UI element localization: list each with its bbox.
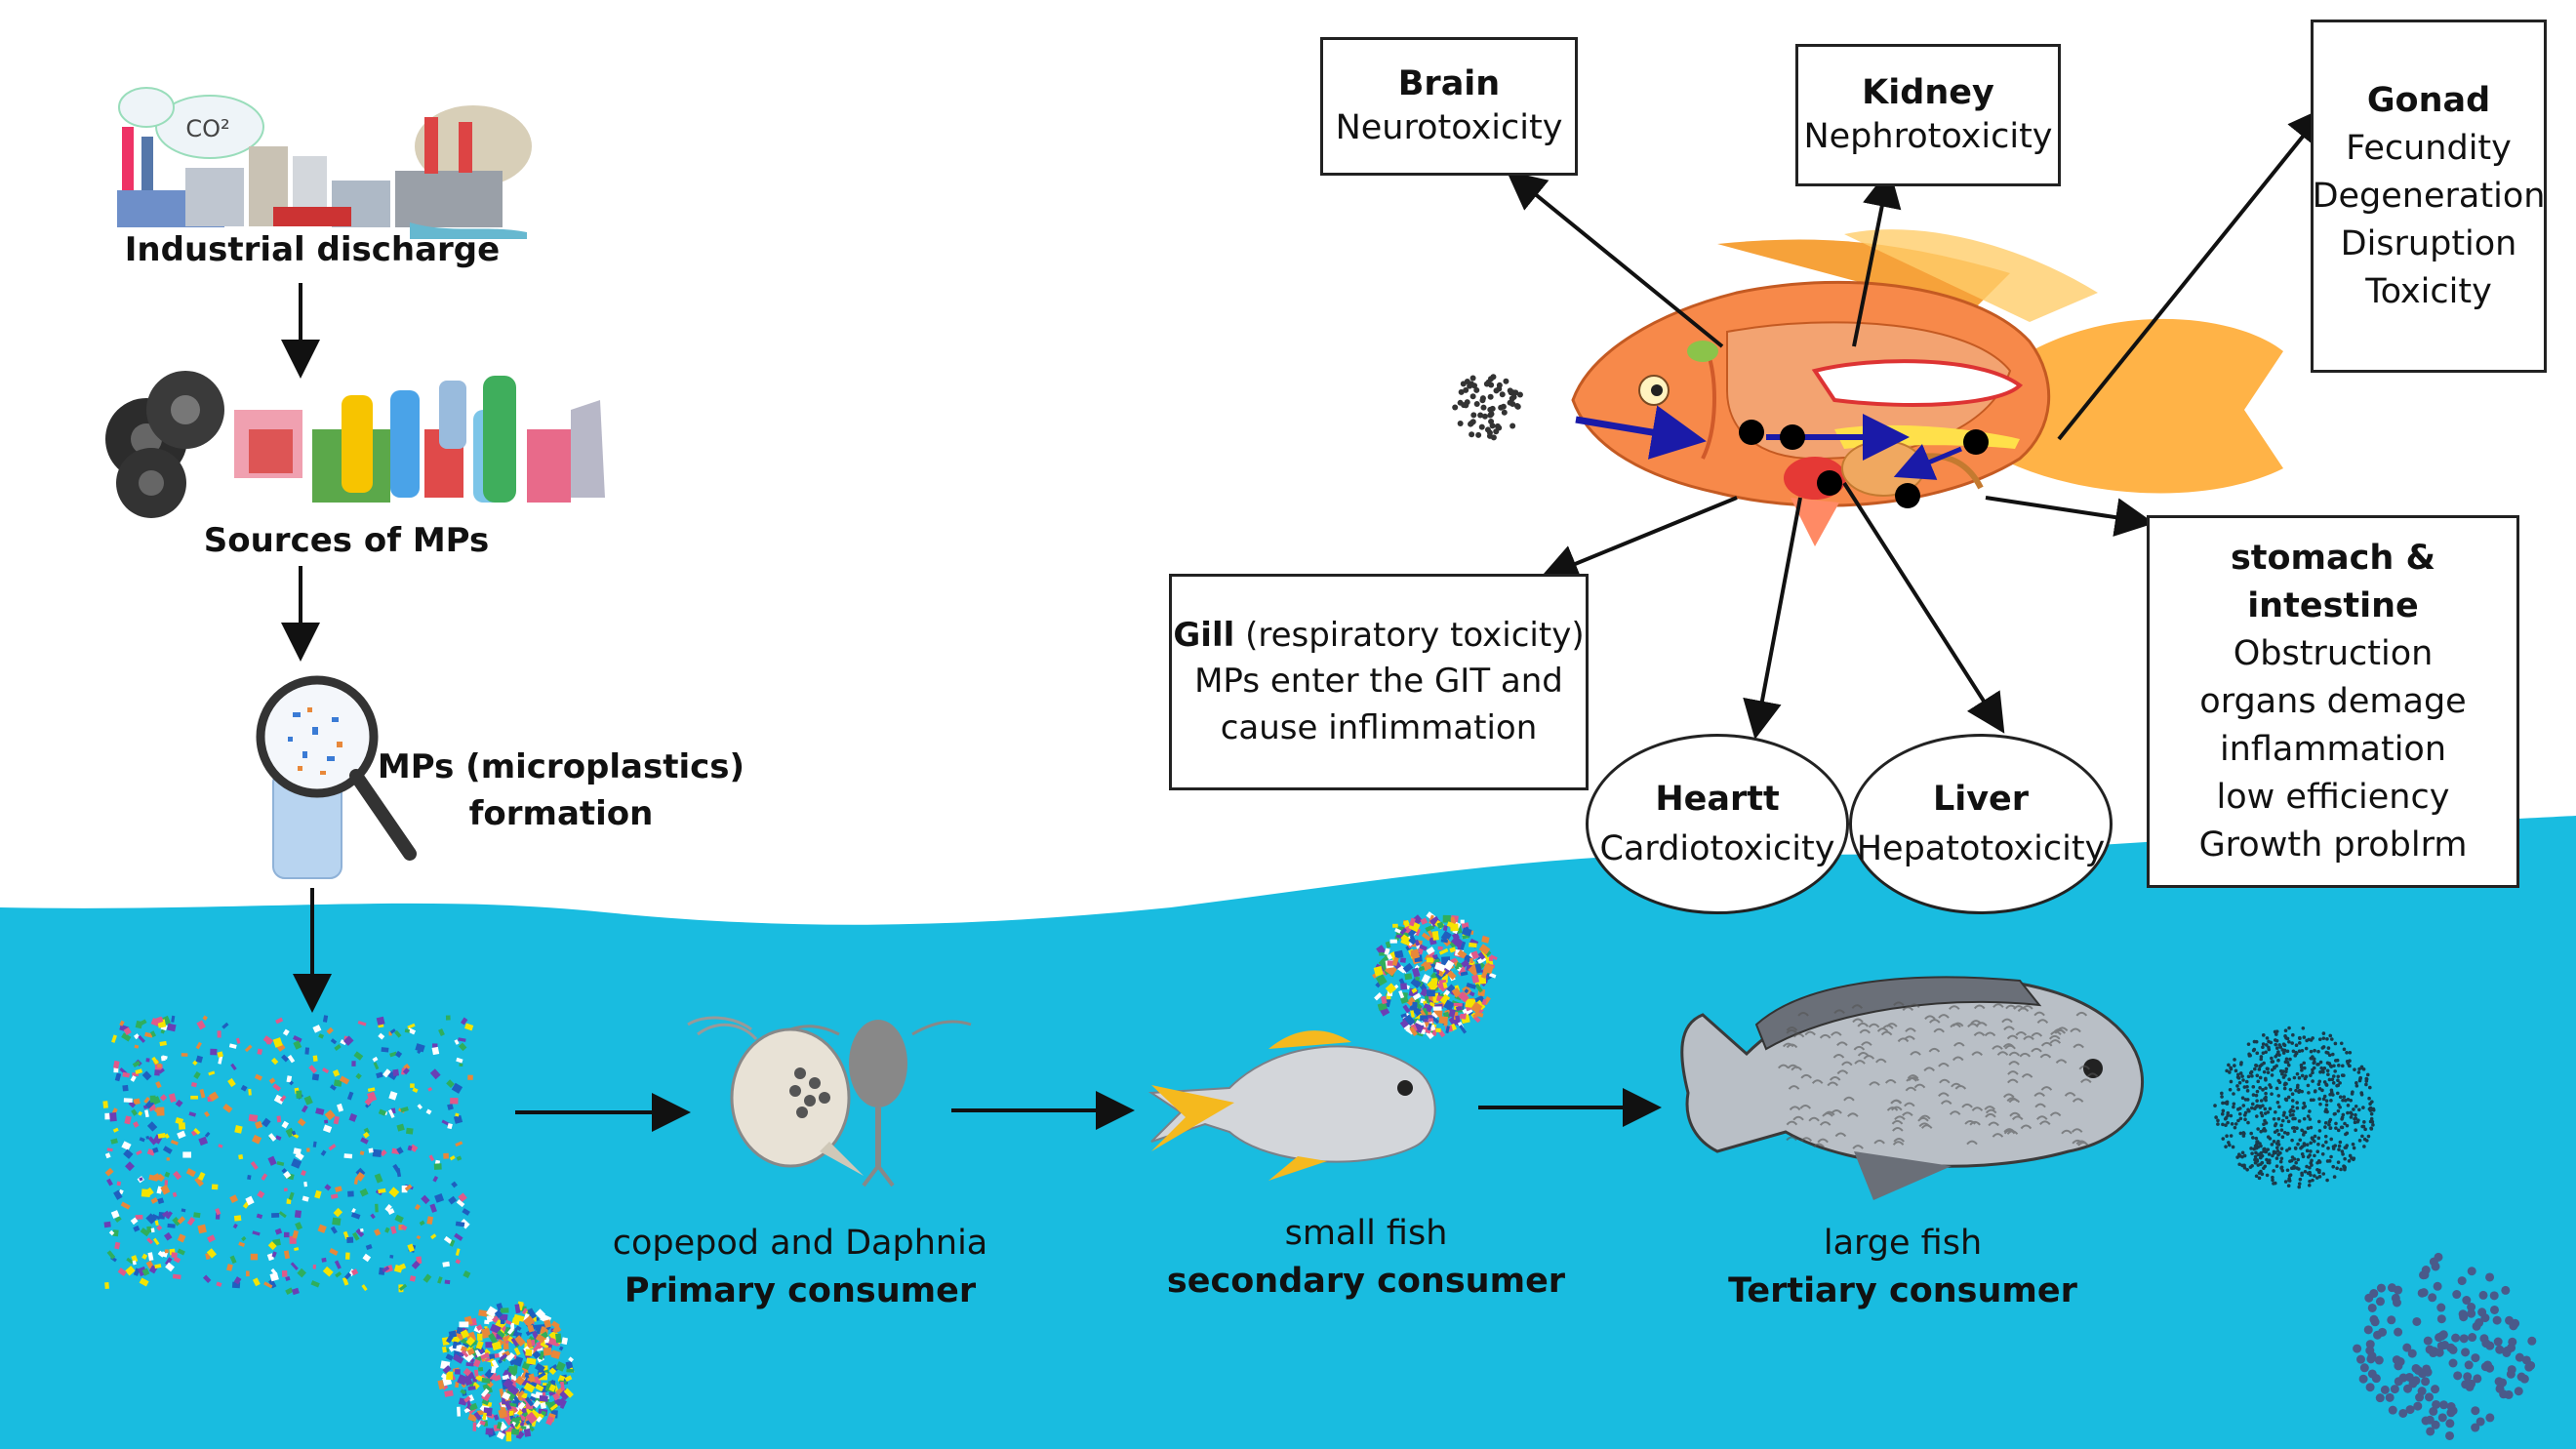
- magnifier-icon: [256, 675, 417, 879]
- secondary-consumer-label: small fish secondary consumer: [1142, 1210, 1590, 1306]
- small-fish-icon: [1147, 1030, 1436, 1181]
- secondary-consumer-role: secondary consumer: [1166, 1262, 1566, 1301]
- arrow-to-kidney: [1852, 168, 1902, 347]
- plastic-sources-icon: [105, 371, 605, 518]
- microplastic-cluster-middle: [1372, 911, 1498, 1039]
- kidney-box: Kidney Nephrotoxicity: [1795, 44, 2061, 186]
- heart-oval: Heartt Cardiotoxicity: [1586, 734, 1849, 914]
- heart-effect: Cardiotoxicity: [1599, 828, 1835, 868]
- primary-consumer-name: copepod and Daphnia: [612, 1224, 988, 1263]
- arrow-to-gill: [1539, 496, 1738, 583]
- gill-heading: Gill (respiratory toxicity): [1173, 613, 1584, 660]
- arrow-to-liver: [1842, 481, 2005, 734]
- secondary-consumer-name: small fish: [1284, 1214, 1448, 1253]
- tertiary-consumer-role: Tertiary consumer: [1728, 1271, 2077, 1310]
- stomach-effect-3: inflammation: [2219, 729, 2447, 769]
- gonad-effect-4: Toxicity: [2365, 271, 2492, 311]
- industrial-icon: [117, 87, 532, 239]
- brain-title: Brain: [1397, 63, 1501, 103]
- stomach-effect-2: organs demage: [2199, 681, 2467, 721]
- arrow-to-heart: [1743, 497, 1802, 740]
- dissected-fish-icon: [1571, 229, 2283, 546]
- brain-box: Brain Neurotoxicity: [1320, 37, 1578, 176]
- gill-title: Gill: [1173, 615, 1235, 655]
- microplastic-particles: [102, 1015, 474, 1296]
- tertiary-consumer-name: large fish: [1823, 1224, 1983, 1263]
- stomach-effect-4: low efficiency: [2216, 777, 2450, 817]
- brain-effect: Neurotoxicity: [1335, 108, 1563, 147]
- arrow-to-stomach: [1985, 496, 2154, 537]
- mps-formation-line2: formation: [468, 793, 654, 833]
- liver-effect: Hepatotoxicity: [1856, 828, 2106, 868]
- primary-consumer-role: Primary consumer: [624, 1271, 977, 1310]
- kidney-title: Kidney: [1862, 72, 1994, 112]
- gonad-title: Gonad: [2366, 80, 2491, 120]
- arrow-to-gonad: [2057, 105, 2328, 441]
- gonad-effect-1: Fecundity: [2346, 128, 2512, 168]
- arrow-to-brain: [1506, 170, 1724, 348]
- particles-near-mouth: [1452, 374, 1523, 441]
- gonad-effect-3: Disruption: [2340, 223, 2517, 263]
- large-fish-icon: [1680, 976, 2145, 1200]
- gill-line-2: cause inflimmation: [1220, 707, 1538, 747]
- liver-oval: Liver Hepatotoxicity: [1849, 734, 2113, 914]
- stomach-effect-5: Growth problrm: [2198, 825, 2468, 865]
- primary-consumer-label: copepod and Daphnia Primary consumer: [576, 1220, 1025, 1315]
- industrial-discharge-label: Industrial discharge: [124, 230, 501, 269]
- dotted-circle-corner: [2353, 1252, 2537, 1440]
- stomach-title: stomach & intestine: [2230, 538, 2436, 625]
- co2-label: CO²: [185, 115, 230, 142]
- gill-box: Gill (respiratory toxicity) MPs enter th…: [1169, 574, 1589, 790]
- gonad-effect-2: Degeneration: [2312, 176, 2546, 216]
- kidney-effect: Nephrotoxicity: [1803, 117, 2053, 156]
- heart-title: Heartt: [1655, 779, 1780, 819]
- microplastic-cluster-bottom: [437, 1301, 575, 1442]
- gill-title-note: (respiratory toxicity): [1245, 615, 1585, 655]
- gonad-box: Gonad Fecundity Degeneration Disruption …: [2311, 20, 2547, 373]
- copepod-daphnia-icon: [687, 1016, 972, 1187]
- sources-mps-label: Sources of MPs: [203, 521, 490, 560]
- tertiary-consumer-label: large fish Tertiary consumer: [1678, 1220, 2127, 1315]
- mps-formation-label: MPs (microplastics) formation: [376, 745, 746, 837]
- dotted-circle-right: [2213, 1026, 2376, 1189]
- liver-title: Liver: [1932, 779, 2030, 819]
- stomach-effect-1: Obstruction: [2233, 633, 2434, 673]
- stomach-intestine-box: stomach & intestine Obstruction organs d…: [2147, 515, 2519, 888]
- gill-line-1: MPs enter the GIT and: [1194, 662, 1563, 702]
- mps-formation-line1: MPs (microplastics): [377, 747, 745, 786]
